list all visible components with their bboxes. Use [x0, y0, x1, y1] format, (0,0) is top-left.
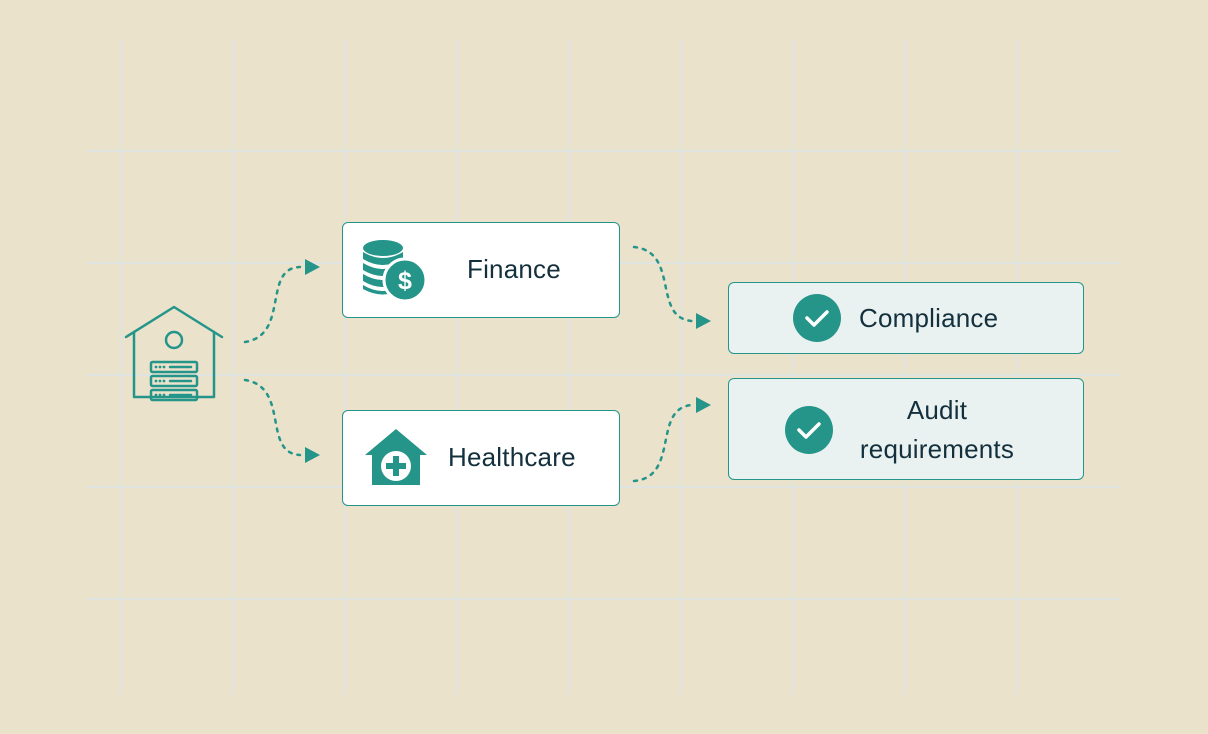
- connector-healthcare-to-audit: [632, 403, 694, 483]
- compliance-label: Compliance: [859, 303, 999, 333]
- hospital-cross-icon: [365, 429, 427, 487]
- connector-finance-to-compliance: [632, 245, 694, 323]
- compliance-node[interactable]: Compliance: [728, 282, 1084, 354]
- svg-text:$: $: [398, 267, 412, 295]
- audit-requirements-label: Audit requirements: [859, 395, 1015, 464]
- arrowhead-finance: [305, 259, 320, 275]
- connector-source-to-finance: [243, 265, 302, 344]
- connector-source-to-healthcare: [243, 378, 302, 457]
- audit-requirements-node[interactable]: Audit requirements: [728, 378, 1084, 480]
- arrowhead-audit: [696, 397, 711, 413]
- arrowhead-compliance: [696, 313, 711, 329]
- arrowhead-healthcare: [305, 447, 320, 463]
- check-circle-icon: [785, 406, 833, 454]
- coins-dollar-icon: $: [361, 237, 428, 303]
- data-warehouse-icon: [124, 305, 224, 403]
- healthcare-label: Healthcare: [448, 442, 576, 472]
- check-circle-icon: [793, 294, 841, 342]
- healthcare-node[interactable]: Healthcare: [342, 410, 620, 506]
- finance-node[interactable]: $ Finance: [342, 222, 620, 318]
- finance-label: Finance: [467, 254, 561, 284]
